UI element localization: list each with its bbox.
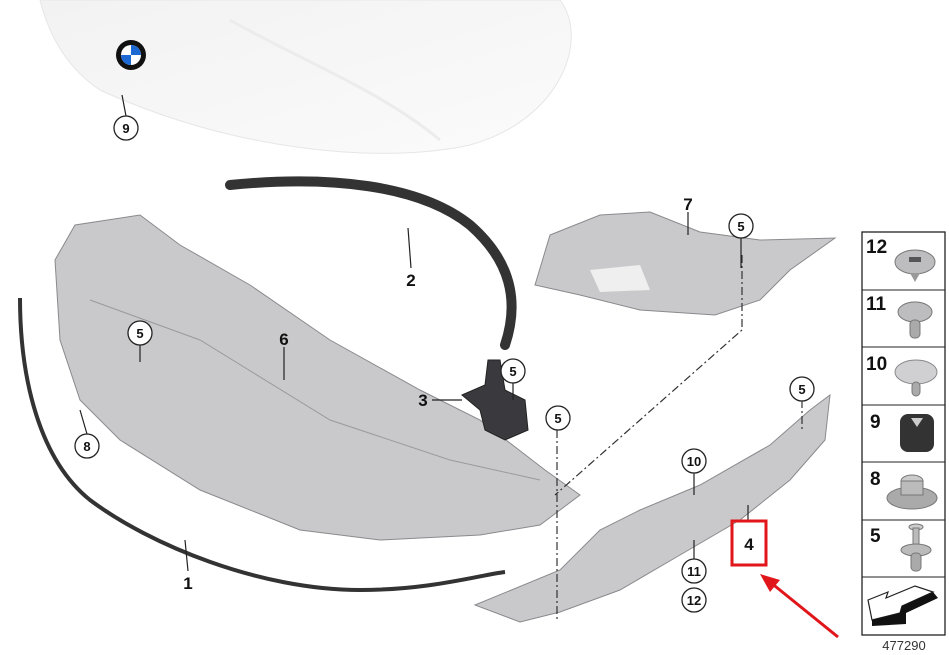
label-1: 1: [183, 574, 192, 593]
label-7: 7: [683, 195, 692, 214]
mount-clip-icon: [886, 474, 938, 510]
legend-label-9: 9: [870, 412, 881, 433]
svg-text:5: 5: [509, 364, 516, 379]
svg-text:5: 5: [136, 326, 143, 341]
svg-text:12: 12: [687, 593, 701, 608]
side-panel: [473, 393, 831, 623]
svg-text:11: 11: [687, 564, 701, 579]
label-2: 2: [406, 271, 415, 290]
legend-label-12: 12: [866, 237, 887, 258]
front-cover: [54, 214, 581, 541]
red-pointer-arrow: [760, 574, 839, 639]
callout-5-bracket: 5: [500, 358, 526, 384]
legend-label-11: 11: [866, 294, 887, 315]
callout-5-mid: 5: [545, 405, 571, 431]
front-direction-arrow-icon: [867, 585, 938, 626]
label-6: 6: [279, 330, 288, 349]
hood: [39, 0, 572, 154]
svg-text:10: 10: [687, 454, 701, 469]
callout-12: 12: [681, 587, 707, 613]
screw-clip-icon: [894, 249, 936, 282]
callout-5-panel4: 5: [789, 376, 815, 402]
bmw-logo: [116, 40, 146, 70]
rubber-buffer-icon: [900, 414, 934, 452]
bracket: [461, 359, 529, 441]
highlight-box: [730, 519, 768, 567]
fastener-legend: 12 11 10 9 8 5: [861, 231, 946, 636]
document-number: 477290: [882, 638, 925, 653]
callout-11: 11: [681, 558, 707, 584]
callout-8: 8: [74, 433, 100, 459]
callout-5-cover6: 5: [127, 320, 153, 346]
expanding-clip-icon: [897, 301, 933, 339]
svg-text:5: 5: [554, 411, 561, 426]
label-4: 4: [744, 535, 754, 554]
callout-10: 10: [681, 448, 707, 474]
svg-text:9: 9: [122, 121, 129, 136]
svg-text:8: 8: [83, 439, 90, 454]
callout-5-cover7: 5: [728, 213, 754, 239]
legend-label-5: 5: [870, 526, 881, 547]
right-cover: [534, 211, 837, 316]
push-rivet-icon: [900, 523, 932, 572]
legend-label-10: 10: [866, 354, 887, 375]
svg-text:5: 5: [798, 382, 805, 397]
legend-label-8: 8: [870, 469, 881, 490]
callout-9: 9: [113, 115, 139, 141]
label-3: 3: [418, 391, 427, 410]
seal-upper: [225, 176, 517, 350]
mushroom-rivet-icon: [894, 359, 938, 397]
svg-text:5: 5: [737, 219, 744, 234]
